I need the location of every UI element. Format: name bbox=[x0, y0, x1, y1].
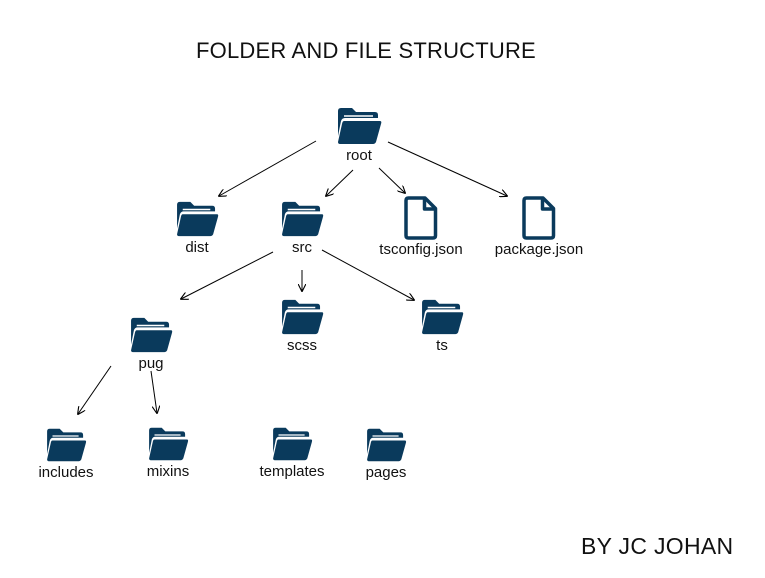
file-icon bbox=[404, 196, 438, 240]
edge-src-pug bbox=[181, 251, 274, 299]
node-label: includes bbox=[38, 464, 94, 481]
node-label: templates bbox=[259, 463, 325, 480]
node-root[interactable]: root bbox=[289, 106, 429, 165]
node-ts[interactable]: ts bbox=[372, 298, 512, 355]
node-includes[interactable]: includes bbox=[0, 427, 136, 482]
folder-open-icon bbox=[47, 428, 87, 462]
author-credit: BY JC JOHAN bbox=[581, 533, 734, 559]
folder-open-icon bbox=[422, 299, 464, 335]
node-label: package.json bbox=[494, 241, 584, 258]
folder-open-icon bbox=[149, 427, 189, 461]
node-src[interactable]: src bbox=[232, 200, 372, 257]
edge-root-tsconfig bbox=[378, 167, 405, 193]
edge-root-src bbox=[326, 169, 354, 196]
node-label: dist bbox=[185, 239, 209, 256]
node-label: ts bbox=[436, 337, 448, 354]
edge-pug-includes bbox=[78, 365, 112, 414]
node-label: mixins bbox=[146, 463, 190, 480]
node-label: root bbox=[346, 147, 372, 164]
node-label: pages bbox=[365, 464, 407, 481]
node-label: src bbox=[292, 239, 312, 256]
node-dist[interactable]: dist bbox=[127, 200, 267, 257]
folder-open-icon bbox=[131, 317, 173, 353]
edge-pug-mixins bbox=[150, 370, 157, 413]
diagram-title: FOLDER AND FILE STRUCTURE bbox=[196, 38, 536, 63]
node-label: tsconfig.json bbox=[379, 241, 463, 258]
node-label: scss bbox=[287, 337, 317, 354]
node-scss[interactable]: scss bbox=[232, 298, 372, 355]
node-pug[interactable]: pug bbox=[81, 316, 221, 373]
folder-open-icon bbox=[177, 201, 219, 237]
node-mixins[interactable]: mixins bbox=[98, 426, 238, 481]
folder-open-icon bbox=[282, 299, 324, 335]
folder-open-icon bbox=[338, 108, 382, 144]
node-templates[interactable]: templates bbox=[222, 426, 362, 481]
folder-open-icon bbox=[273, 427, 313, 461]
node-label: pug bbox=[138, 355, 164, 372]
file-icon bbox=[522, 196, 556, 240]
folder-open-icon bbox=[282, 201, 324, 237]
node-package-json[interactable]: package.json bbox=[469, 196, 609, 259]
node-pages[interactable]: pages bbox=[316, 427, 456, 482]
node-tsconfig-json[interactable]: tsconfig.json bbox=[351, 196, 491, 259]
folder-open-icon bbox=[367, 428, 407, 462]
